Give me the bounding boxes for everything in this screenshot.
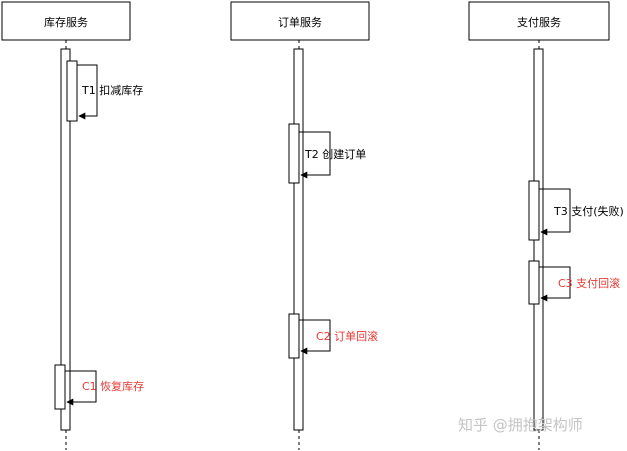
participant-box-inventory xyxy=(1,1,131,41)
activation-c3 xyxy=(528,260,540,305)
message-label-t3: T3 支付(失败) xyxy=(553,204,624,218)
message-label-c3: C3 支付回滚 xyxy=(558,276,620,290)
self-message-arrow-t1 xyxy=(77,64,98,120)
participant-box-payment xyxy=(468,1,610,41)
activation-bar-order xyxy=(293,48,304,431)
activation-c1 xyxy=(54,364,66,410)
participant-label-payment: 支付服务 xyxy=(517,16,561,29)
self-message-arrow-c3 xyxy=(539,266,571,302)
participant-label-order: 订单服务 xyxy=(278,16,322,29)
activation-t1 xyxy=(66,60,78,122)
message-label-c2: C2 订单回滚 xyxy=(316,329,378,343)
self-message-arrow-t2 xyxy=(299,131,331,179)
activation-bar-inventory xyxy=(60,48,71,431)
message-label-t1: T1 扣减库存 xyxy=(81,83,143,97)
activation-c2 xyxy=(288,313,300,359)
self-message-arrow-t3 xyxy=(539,188,571,236)
watermark-text: 知乎 @拥抱架构师 xyxy=(458,416,583,434)
participant-label-inventory: 库存服务 xyxy=(44,15,88,29)
activation-t2 xyxy=(288,123,300,184)
message-label-t2: T2 创建订单 xyxy=(304,147,366,161)
participant-box-order xyxy=(230,1,370,41)
message-label-c1: C1 恢复库存 xyxy=(82,379,144,393)
self-message-arrow-c1 xyxy=(65,370,97,406)
self-message-arrow-c2 xyxy=(299,319,331,355)
activation-t3 xyxy=(528,180,540,241)
